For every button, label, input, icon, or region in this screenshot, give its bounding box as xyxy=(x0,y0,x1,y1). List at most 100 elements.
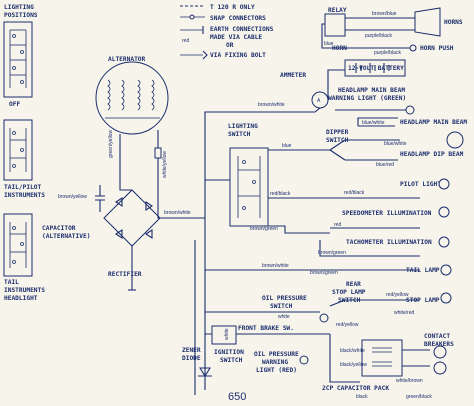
wire-relay-feed xyxy=(321,23,345,49)
wire-dipper-out xyxy=(345,139,400,161)
oil-switch-icon xyxy=(319,313,329,323)
stop-lamp-icon xyxy=(440,292,452,304)
horn-push-icon xyxy=(409,44,417,52)
horns-label: HORNS xyxy=(444,19,463,26)
wire-cap-pack-feed xyxy=(329,334,360,383)
headlamp-warning-lamp-icon xyxy=(405,105,415,115)
ignition-section: OIL PRESSURE SWITCH white red/yellow FRO… xyxy=(182,295,359,378)
label-green-yellow: green/yellow xyxy=(108,130,114,158)
tail-pilot-instruments-label: INSTRUMENTS xyxy=(4,192,45,199)
zener-diode-label-2: DIODE xyxy=(182,355,201,362)
dipper-switch-symbol xyxy=(329,139,346,161)
contact-breakers-label-1: CONTACT xyxy=(424,333,450,340)
wire-ammeter-in xyxy=(314,107,321,113)
label-speedo-brown-green: brown/green xyxy=(250,226,278,232)
wire-brown-white-main xyxy=(204,111,315,218)
headlamp-icon xyxy=(446,131,464,149)
switch-position-off-label: OFF xyxy=(9,101,20,108)
capacitor-pack-label: 2CP CAPACITOR PACK xyxy=(322,385,389,392)
dipper-switch-label-1: DIPPER xyxy=(326,129,349,136)
ignition-switch-label-2: SWITCH xyxy=(220,357,243,364)
rectifier-label: RECTIFIER xyxy=(108,271,142,278)
page-number: 650 xyxy=(228,391,246,403)
switch-position-off-contacts xyxy=(9,29,27,88)
relay-box xyxy=(324,13,346,37)
legend-red-wire: red xyxy=(182,38,189,44)
tacho-illumination-label: TACHOMETER ILLUMINATION xyxy=(346,239,432,246)
label-lighting-blue: blue xyxy=(282,143,292,149)
ammeter-a-icon: A xyxy=(317,98,321,104)
zener-diode-icon xyxy=(198,367,212,378)
wire-ammeter-battery xyxy=(327,69,345,100)
pilot-light-lamp-icon xyxy=(438,178,450,190)
label-dipper-blue-red: blue/red xyxy=(376,162,394,168)
capacitor-pack-plates xyxy=(372,347,392,367)
stop-lamp-label: STOP LAMP xyxy=(406,297,440,304)
oil-switch-label-2: SWITCH xyxy=(270,303,293,310)
ammeter: AMMETER A xyxy=(280,69,345,113)
lighting-switch: LIGHTING SWITCH blue red/black xyxy=(205,123,330,227)
relay-label: RELAY xyxy=(328,7,347,14)
horn-push-label: HORN PUSH xyxy=(420,45,454,52)
headlamp-dip-label: HEADLAMP DIP BEAM xyxy=(400,151,464,158)
switch-position-tail-box xyxy=(3,119,33,181)
relay-horn-section: RELAY brown/blue purple/black HORNS HORN… xyxy=(321,7,463,77)
alternator-label: ALTERNATOR xyxy=(108,56,146,63)
zener-diode-label-1: ZENER xyxy=(182,347,201,354)
ignition-switch-label-1: IGNITION xyxy=(214,349,244,356)
rectifier-diodes xyxy=(115,196,153,240)
switch-position-headlight-contacts xyxy=(9,222,27,268)
capacitor-pack-section: black/white black/yellow 2CP CAPACITOR P… xyxy=(322,333,454,400)
alternator-body xyxy=(95,61,169,135)
pilot-light-label: PILOT LIGHT xyxy=(400,181,441,188)
switch-position-off-box xyxy=(3,21,33,98)
tail-pilot-label: TAIL/PILOT xyxy=(4,184,42,191)
wire-headlamp-main xyxy=(357,117,398,127)
capacitor-alt-label: (ALTERNATIVE) xyxy=(42,233,90,240)
legend: T 120 R ONLY SNAP CONNECTORS EARTH CONNE… xyxy=(180,4,274,60)
switch-position-headlight-box xyxy=(3,213,33,277)
label-cap-white-brown: white/brown xyxy=(396,378,423,384)
battery-cells xyxy=(355,63,390,73)
oil-warning-label-2: WARNING xyxy=(262,359,288,366)
capacitor-label: CAPACITOR xyxy=(42,225,76,232)
legend-t120: T 120 R ONLY xyxy=(210,4,255,11)
legend-earth-2: MADE VIA CABLE xyxy=(210,34,262,41)
label-main-brown-white: brown/white xyxy=(258,102,285,108)
label-cap-black-white: black/white xyxy=(340,348,365,354)
tail-lamp-icon xyxy=(440,264,452,276)
legend-earth-4: VIA FIXING BOLT xyxy=(210,52,266,59)
rear-stop-switch-label-1: REAR xyxy=(346,281,361,288)
label-pilot-red-black: red/black xyxy=(344,190,365,196)
label-stop-red-yellow: red/yellow xyxy=(386,292,409,298)
switch-position-tail-contacts xyxy=(9,128,27,172)
wire-contact-breakers xyxy=(402,349,430,367)
alternator-windings xyxy=(107,79,155,111)
lighting-positions-title-1: LIGHTING xyxy=(4,4,34,11)
headlamp-warning-label-1: HEADLAMP MAIN BEAM xyxy=(338,87,405,94)
legend-earth-3: OR xyxy=(226,42,234,49)
label-brown-yellow: brown/yellow xyxy=(58,194,87,200)
label-dipper-blue-white: blue/white xyxy=(384,141,407,147)
label-relay-purple-black: purple/black xyxy=(365,33,392,39)
label-ign-white: white xyxy=(224,328,230,340)
legend-snap-icon xyxy=(189,14,195,20)
capacitor-symbol xyxy=(95,185,105,212)
wire-rect-in-1 xyxy=(119,180,132,191)
wire-speedo xyxy=(268,225,330,234)
rectifier-section: green/yellow white/yellow brown/white RE… xyxy=(42,130,205,291)
oil-warning-label-1: OIL PRESSURE xyxy=(254,351,299,358)
legend-snap: SNAP CONNECTORS xyxy=(210,15,266,22)
label-blue-white: blue/white xyxy=(362,120,385,126)
main-harness: brown/white xyxy=(194,102,315,395)
contact-breakers-label-2: BREAKERS xyxy=(424,341,454,348)
tail-instruments-label: INSTRUMENTS xyxy=(4,287,45,294)
speedo-illumination-label: SPEEDOMETER ILLUMINATION xyxy=(342,210,432,217)
label-oil-white: white xyxy=(278,314,290,320)
battery-label: 12-VOLT BATTERY xyxy=(348,65,404,72)
capacitor-pack-box xyxy=(361,339,403,377)
tail-label: TAIL xyxy=(4,279,19,286)
snap-connector-1 xyxy=(154,147,162,159)
